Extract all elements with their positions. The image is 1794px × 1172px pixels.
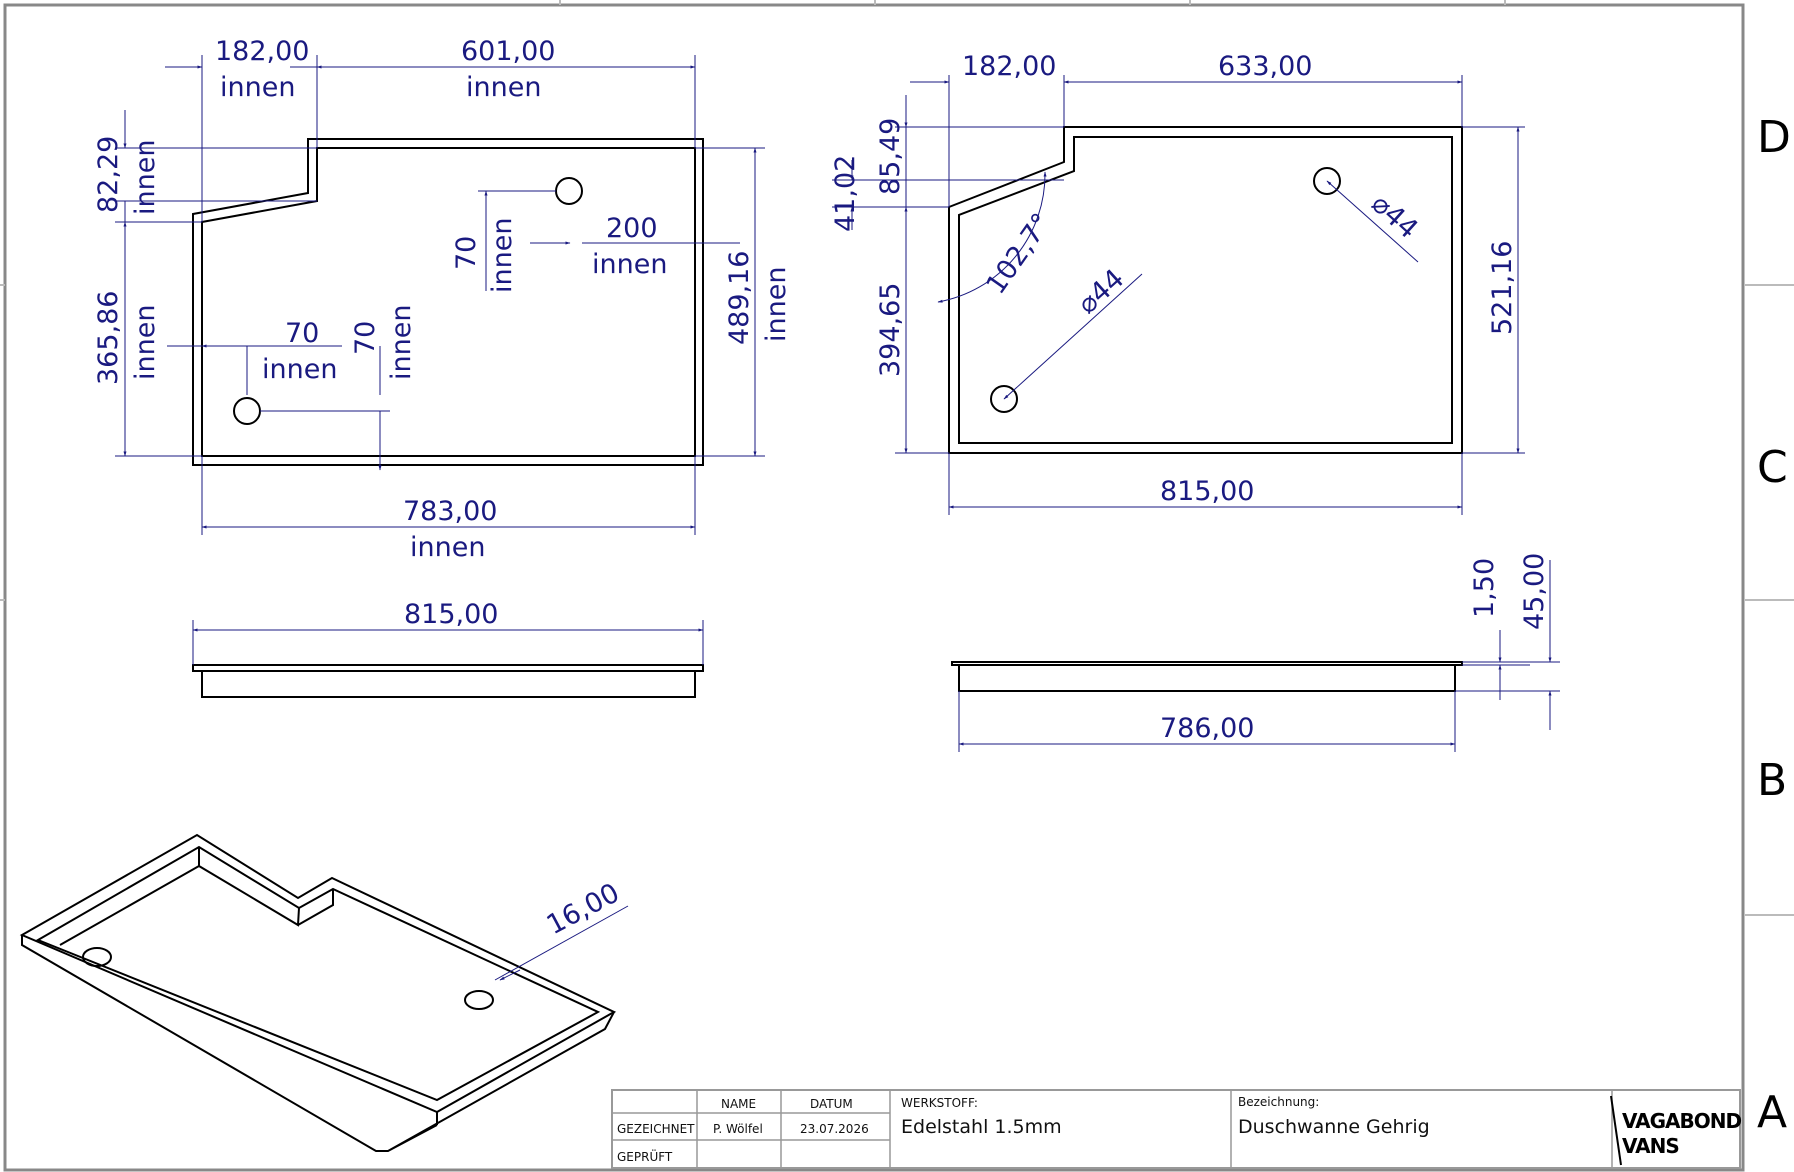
iso-bottom-edge (21, 935, 615, 1152)
drain-hole-upper-right (1313, 167, 1341, 195)
designation-label: Bezeichnung: (1238, 1095, 1319, 1109)
dim-side-150: 1,50 (1469, 558, 1500, 618)
dim-inner-36586-innen: innen (130, 305, 161, 380)
iso-drain-hole-left (82, 947, 112, 967)
dim-inner-70-right-hole: 70 (451, 236, 482, 270)
dim-inner-783: 783,00 (403, 496, 497, 527)
tray-outline-outer (192, 138, 704, 466)
drawn-by: P. Wölfel (713, 1122, 763, 1136)
material-label: WERKSTOFF: (901, 1096, 978, 1110)
dim-inner-783-innen: innen (410, 532, 485, 563)
dim-side-45: 45,00 (1519, 553, 1550, 630)
material-value: Edelstahl 1.5mm (901, 1116, 1062, 1138)
dim-inner-601: 601,00 (461, 36, 555, 67)
view-front: 815,00 (192, 599, 704, 698)
dim-outer-8549: 85,49 (875, 118, 906, 195)
drain-hole-left (233, 397, 261, 425)
logo-line-1: VAGABOND (1622, 1109, 1741, 1133)
dim-inner-48916-innen: innen (761, 267, 792, 342)
dim-outer-4102: 41,02 (830, 155, 861, 232)
logo-line-2: VANS (1622, 1134, 1679, 1158)
col-name: NAME (721, 1097, 756, 1111)
dim-inner-70-right-hole-innen: innen (487, 218, 518, 293)
tray-outline-inner (958, 136, 1453, 444)
drawn-date: 23.07.2026 (800, 1122, 869, 1136)
iso-rim-outer (19, 833, 617, 1114)
dim-iso-16: 16,00 (542, 878, 625, 942)
dimension-lines (850, 80, 1520, 509)
dim-diameter-upper-hole: ⌀44 (1365, 188, 1423, 245)
iso-wall-inner (59, 847, 334, 946)
dim-inner-70-left-hole-vertical: 70 (350, 321, 381, 355)
tray-outline-outer (948, 126, 1463, 454)
dimension-lines (123, 65, 757, 529)
dim-inner-200: 200 (606, 213, 658, 244)
dim-inner-8229: 82,29 (93, 136, 124, 213)
dim-outer-633: 633,00 (1218, 51, 1312, 82)
row-gezeichnet: GEZEICHNET (617, 1122, 695, 1136)
dim-inner-182-innen: innen (220, 72, 295, 103)
dim-inner-601-innen: innen (466, 72, 541, 103)
dim-inner-200-innen: innen (592, 249, 667, 280)
row-geprueft: GEPRÜFT (617, 1148, 673, 1164)
view-side: 786,00 1,50 45,00 (951, 553, 1560, 752)
drain-hole-right (555, 177, 583, 205)
zone-label-d: D (1757, 112, 1791, 163)
tray-outline-inner (201, 147, 696, 457)
dim-side-786: 786,00 (1160, 713, 1254, 744)
col-datum: DATUM (810, 1097, 853, 1111)
dim-angle-1027: 102,7° (980, 208, 1057, 300)
dim-outer-39465: 394,65 (875, 283, 906, 377)
view-top-inner: 182,00 innen 601,00 innen 82,29 innen 36… (93, 36, 792, 563)
dim-diameter-lower-hole: ⌀44 (1072, 263, 1130, 320)
view-isometric: 16,00 (19, 833, 629, 1152)
dim-inner-182: 182,00 (215, 36, 309, 67)
dim-inner-36586: 365,86 (93, 291, 124, 385)
company-logo: VAGABOND VANS (1610, 1095, 1742, 1166)
designation-value: Duschwanne Gehrig (1238, 1116, 1430, 1138)
zone-label-b: B (1757, 755, 1787, 806)
dim-outer-815: 815,00 (1160, 476, 1254, 507)
dim-outer-182: 182,00 (962, 51, 1056, 82)
extension-lines (832, 75, 1525, 515)
title-block: NAME DATUM GEZEICHNET GEPRÜFT P. Wölfel … (611, 1089, 1742, 1169)
dim-front-815: 815,00 (404, 599, 498, 630)
dim-inner-48916: 489,16 (724, 251, 755, 345)
dim-inner-70-left-hole-innen: innen (262, 354, 337, 385)
zone-label-a: A (1757, 1087, 1787, 1138)
dim-inner-70-left-hole-vertical-innen: innen (386, 305, 417, 380)
dim-inner-8229-innen: innen (130, 140, 161, 215)
iso-drain-hole-right (464, 990, 494, 1010)
zone-label-c: C (1757, 442, 1788, 493)
tray-body (958, 664, 1456, 692)
dim-outer-52116: 521,16 (1487, 241, 1518, 335)
extension-lines (115, 55, 765, 535)
view-top-outer: 182,00 633,00 85,49 41,02 394,65 521,16 … (830, 51, 1525, 515)
tray-body (201, 670, 696, 698)
drain-hole-lower-left (990, 385, 1018, 413)
dim-inner-70-left-hole: 70 (285, 318, 319, 349)
